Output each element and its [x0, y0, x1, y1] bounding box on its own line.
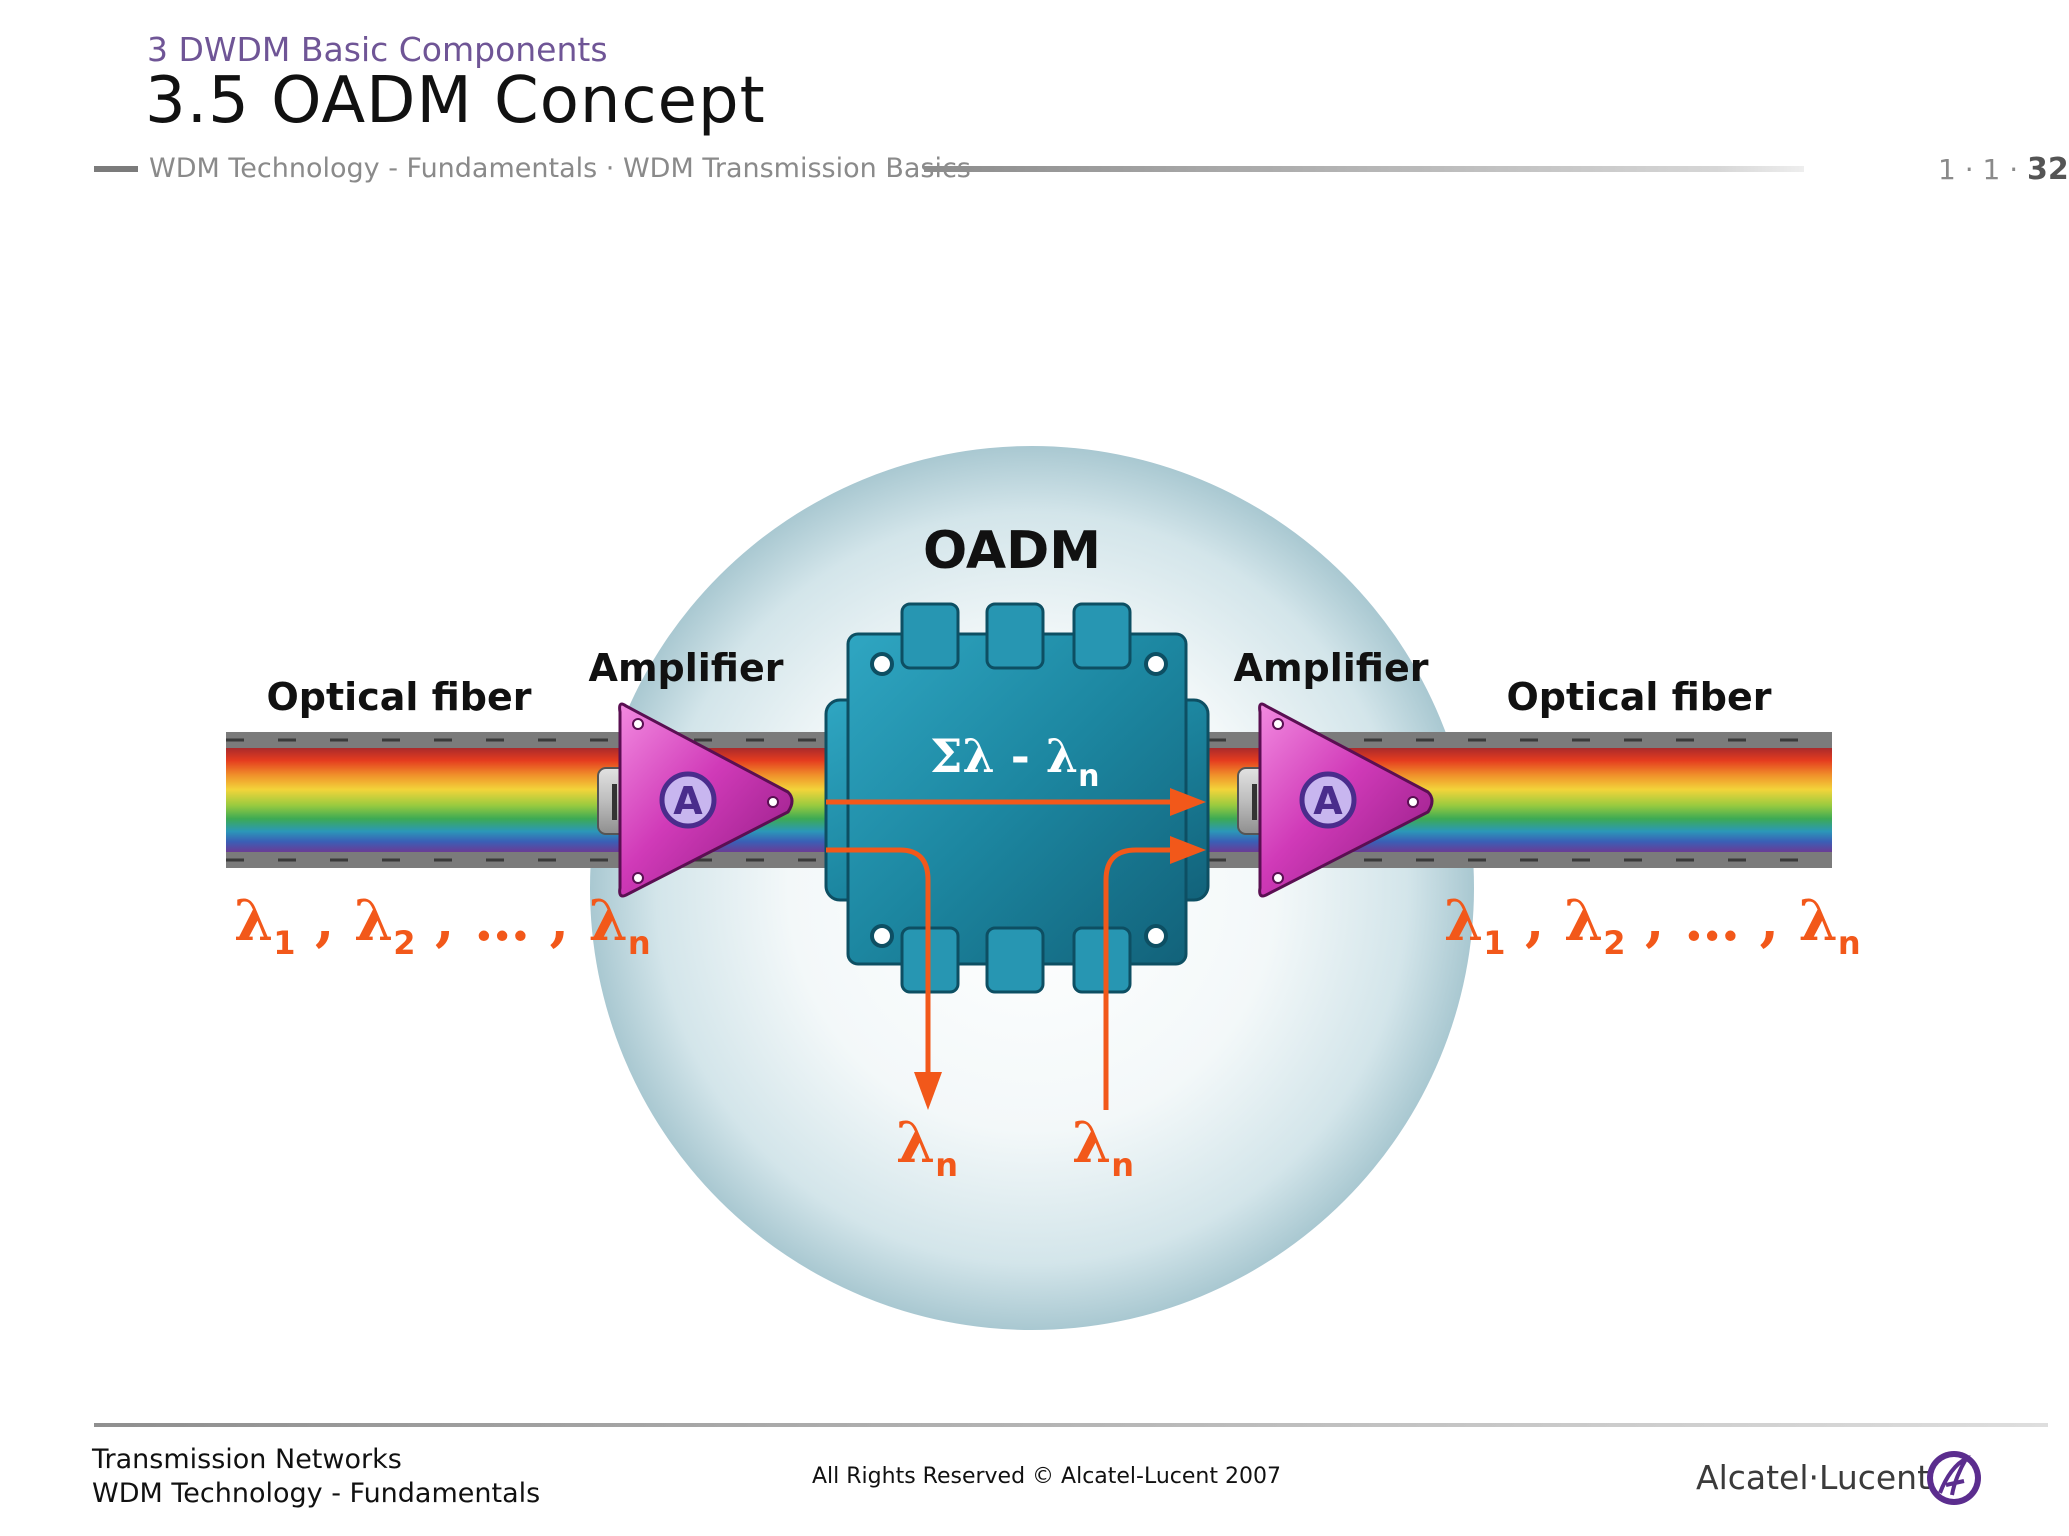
right-fiber-label: Optical fiber: [1507, 675, 1772, 719]
left-amplifier: A: [597, 702, 794, 898]
sub-2: 2: [1603, 924, 1625, 962]
footer-rule: [94, 1423, 2048, 1427]
lambda-n: λ: [589, 888, 628, 954]
drop-label: λn: [896, 1110, 958, 1184]
footer-module: WDM Technology - Fundamentals: [92, 1478, 541, 1509]
lambda-2: λ: [354, 888, 393, 954]
left-amplifier-badge: A: [673, 779, 703, 823]
add-label: λn: [1072, 1110, 1134, 1184]
ellipsis: …: [1684, 888, 1760, 954]
drop-sub: n: [935, 1146, 958, 1184]
signal-arrows: [826, 799, 1176, 1110]
separator: ,: [1760, 888, 1799, 954]
sub-2: 2: [393, 924, 415, 962]
header-rule: [924, 166, 1804, 172]
ellipsis: …: [474, 888, 550, 954]
right-wavelength-list: λ1 , λ2 , … , λn: [1444, 888, 1861, 962]
add-sub: n: [1111, 1146, 1134, 1184]
page-number-prefix: 1 · 1 ·: [1938, 153, 2028, 186]
lambda-n: λ: [1799, 888, 1838, 954]
left-wavelength-list: λ1 , λ2 , … , λn: [234, 888, 651, 962]
separator: ,: [550, 888, 589, 954]
oadm-diagram: A A OADM Optical fiber Optical fiber Amp…: [226, 446, 1861, 1330]
drop-lambda: λ: [896, 1110, 935, 1176]
add-arrow: [1103, 847, 1176, 1110]
sub-1: 1: [1483, 924, 1505, 962]
drop-arrow: [826, 847, 931, 1080]
separator: ,: [296, 888, 355, 954]
right-amplifier-badge: A: [1313, 779, 1343, 823]
alcatel-lucent-logo-icon: [1927, 1451, 1981, 1505]
right-amplifier-label: Amplifier: [1234, 646, 1429, 690]
breadcrumb: WDM Technology - Fundamentals · WDM Tran…: [149, 153, 971, 184]
sub-n: n: [628, 924, 651, 962]
footer-course: Transmission Networks: [92, 1444, 402, 1475]
through-label: Σλ - λn: [930, 729, 1100, 794]
separator: ,: [416, 888, 475, 954]
right-amplifier: A: [1237, 702, 1434, 898]
page-title: 3.5 OADM Concept: [145, 64, 766, 138]
sub-n: n: [1838, 924, 1861, 962]
oadm-label: OADM: [923, 521, 1101, 581]
company-logo-text: Alcatel·Lucent: [1696, 1458, 1931, 1497]
add-lambda: λ: [1072, 1110, 1111, 1176]
lambda-2: λ: [1564, 888, 1603, 954]
separator: ,: [1626, 888, 1685, 954]
copyright-notice: All Rights Reserved © Alcatel-Lucent 200…: [812, 1464, 1281, 1489]
header-dash: [94, 166, 138, 172]
left-fiber-label: Optical fiber: [267, 675, 532, 719]
section-title: 3 DWDM Basic Components: [147, 30, 608, 69]
through-label-sub: n: [1078, 759, 1099, 794]
sub-1: 1: [273, 924, 295, 962]
lambda-1: λ: [1444, 888, 1483, 954]
oadm-box: [824, 602, 1210, 994]
lambda-1: λ: [234, 888, 273, 954]
through-label-main: Σλ - λ: [930, 729, 1078, 783]
page-number-value: 32: [2027, 152, 2069, 187]
separator: ,: [1506, 888, 1565, 954]
page-number: 1 · 1 · 32: [1938, 152, 2069, 187]
left-amplifier-label: Amplifier: [589, 646, 784, 690]
